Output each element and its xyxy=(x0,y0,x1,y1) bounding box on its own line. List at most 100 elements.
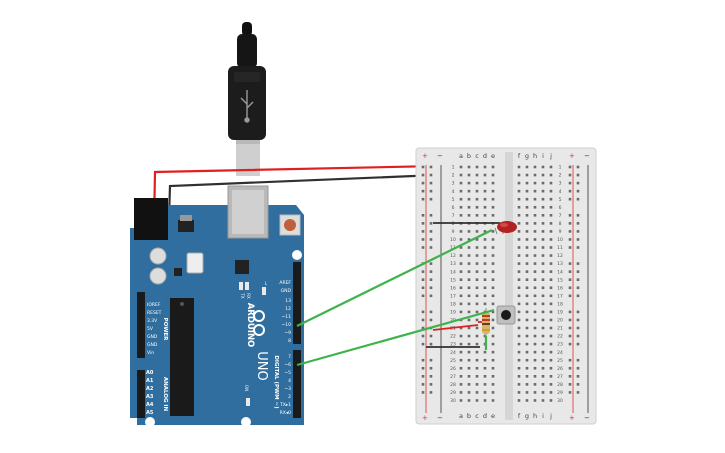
rail-hole xyxy=(568,391,572,394)
column-label: i xyxy=(542,412,544,420)
breadboard-hole xyxy=(541,205,545,209)
breadboard-hole xyxy=(525,238,529,241)
rail-minus-label: − xyxy=(584,414,590,422)
breadboard-hole xyxy=(541,350,545,354)
rail-hole xyxy=(421,189,425,193)
row-number: 28 xyxy=(557,382,563,388)
breadboard-hole xyxy=(525,214,529,217)
rail-hole xyxy=(421,165,425,169)
breadboard-hole xyxy=(525,302,529,306)
breadboard-hole xyxy=(549,238,553,241)
on-label: ON xyxy=(244,385,249,391)
breadboard-hole xyxy=(491,391,495,394)
rail-hole xyxy=(421,318,425,322)
breadboard-hole xyxy=(459,238,463,241)
breadboard-hole xyxy=(475,302,479,306)
breadboard-hole xyxy=(533,230,537,233)
rail-hole xyxy=(421,222,425,225)
breadboard-hole xyxy=(475,270,479,273)
rail-hole xyxy=(576,383,580,386)
rail-hole xyxy=(576,375,580,378)
breadboard-hole xyxy=(541,222,545,225)
breadboard-hole xyxy=(517,375,521,378)
arduino-logo-icon xyxy=(253,310,265,336)
row-number: 22 xyxy=(557,334,563,340)
column-label: a xyxy=(459,152,463,160)
row-number: 20 xyxy=(557,318,563,324)
breadboard-hole xyxy=(483,391,487,394)
breadboard-hole xyxy=(483,254,487,257)
pin-label: ~3 xyxy=(284,386,291,392)
row-number: 7 xyxy=(452,213,455,219)
breadboard-hole xyxy=(517,286,521,290)
breadboard-hole xyxy=(467,181,471,185)
rail-hole xyxy=(429,270,433,273)
column-label: c xyxy=(475,152,479,160)
breadboard-hole xyxy=(467,286,471,290)
rail-hole xyxy=(576,334,580,338)
breadboard-hole xyxy=(475,278,479,281)
pin-label: ~10 xyxy=(282,322,292,328)
breadboard-hole xyxy=(467,173,471,177)
rail-hole xyxy=(576,238,580,241)
breadboard-hole xyxy=(549,286,553,290)
rail-hole xyxy=(576,262,580,265)
breadboard-hole xyxy=(475,197,479,201)
row-number: 2 xyxy=(452,173,455,179)
breadboard-hole xyxy=(533,222,537,225)
column-label: f xyxy=(518,152,521,160)
breadboard-hole xyxy=(533,318,537,322)
breadboard-hole xyxy=(541,342,545,346)
rail-plus-label: + xyxy=(569,414,575,422)
rail-hole xyxy=(576,230,580,233)
breadboard-hole xyxy=(549,254,553,257)
rail-hole xyxy=(568,334,572,338)
breadboard-hole xyxy=(459,165,463,169)
breadboard-hole xyxy=(459,326,463,330)
pin-label: ~9 xyxy=(284,330,291,336)
row-number: 12 xyxy=(557,253,563,259)
breadboard-hole xyxy=(467,342,471,346)
pin-label: GND xyxy=(281,288,292,294)
breadboard-hole xyxy=(491,230,495,233)
row-number: 25 xyxy=(450,358,456,364)
row-number: 24 xyxy=(450,350,456,356)
breadboard-hole xyxy=(467,278,471,281)
breadboard-hole xyxy=(517,197,521,201)
model-label: UNO xyxy=(254,351,269,380)
column-label: d xyxy=(483,152,487,160)
rail-hole xyxy=(429,318,433,322)
usb-icon xyxy=(240,90,254,123)
power-header-label: POWER xyxy=(162,318,168,342)
rail-hole xyxy=(429,334,433,338)
breadboard-hole xyxy=(491,342,495,346)
row-number: 8 xyxy=(452,221,455,227)
rail-hole xyxy=(568,294,572,298)
red-led xyxy=(494,221,517,235)
breadboard-hole xyxy=(533,214,537,217)
breadboard-hole xyxy=(459,197,463,201)
breadboard-hole xyxy=(467,326,471,330)
row-number: 13 xyxy=(450,261,456,267)
row-number: 19 xyxy=(557,310,563,316)
row-number: 4 xyxy=(559,189,562,195)
breadboard-hole xyxy=(467,366,471,370)
rail-hole xyxy=(568,366,572,370)
breadboard-hole xyxy=(483,238,487,241)
rail-hole xyxy=(429,342,433,346)
breadboard-hole xyxy=(549,197,553,201)
row-number: 9 xyxy=(559,229,562,235)
rail-hole xyxy=(568,270,572,273)
breadboard-hole xyxy=(549,383,553,386)
rail-hole xyxy=(429,197,433,201)
row-number: 28 xyxy=(450,382,456,388)
rail-hole xyxy=(568,342,572,346)
rail-minus-label: − xyxy=(437,152,443,160)
column-label: j xyxy=(549,152,552,160)
pin-label: AREF xyxy=(279,280,291,286)
rail-hole xyxy=(421,391,425,394)
breadboard-hole xyxy=(491,246,495,249)
rail-hole xyxy=(568,318,572,322)
breadboard-hole xyxy=(541,278,545,281)
column-label: e xyxy=(491,152,495,160)
